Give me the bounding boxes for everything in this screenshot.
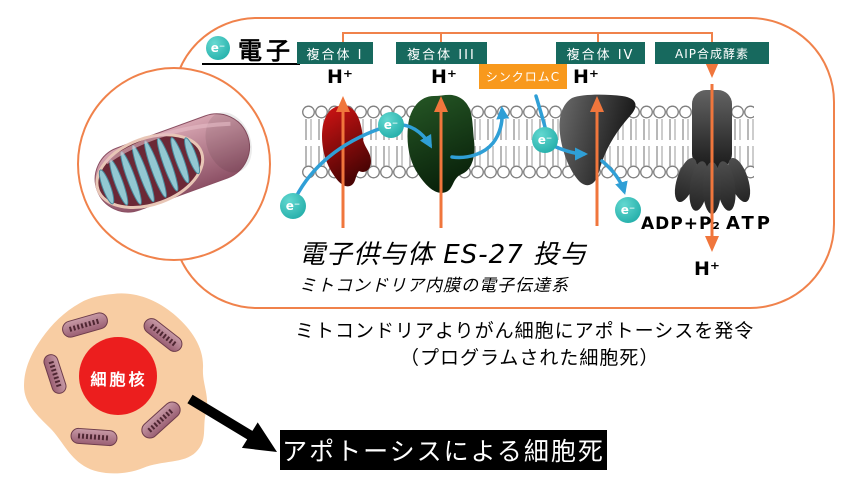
mitochondrion-illustration [94,112,252,213]
cell-mitochondria [43,312,183,447]
complex1-label-box: 複合体 I [297,42,373,64]
electron-marker-3: e⁻ [532,127,558,153]
electron-marker-2: e⁻ [378,112,404,138]
complex4-label-box: 複合体 IV [556,42,645,64]
complex-box-connector [342,32,713,43]
es27-title: 電子供与体 ES-27 投与 [299,240,587,270]
electron-legend-icon: e⁻ [206,36,230,60]
adp-label: ADP+P₂ [641,214,721,234]
proton-label-complex1: H⁺ [327,66,353,88]
electron-legend-label: 電子 [238,37,294,65]
electron-marker-4: e⁻ [615,197,641,223]
cell-nucleus [79,337,157,415]
proton-label-complex3: H⁺ [431,66,457,88]
cell-illustration [24,293,208,474]
membrane-subtitle: ミトコンドリア内膜の電子伝達系 [299,276,569,296]
electron-marker-1: e⁻ [280,193,306,219]
apoptosis-arrow [187,394,277,452]
proton-label-complex4: H⁺ [573,66,599,88]
complex3-label-box: 複合体 III [396,42,487,64]
nucleus-label: 細胞核 [90,370,148,389]
cytochrome-c-label-box: シンクロムC [479,64,567,89]
apoptosis-result-box: アポトーシスによる細胞死 [280,430,607,470]
electron-legend-underline [202,63,300,65]
lipid-bilayer [302,104,754,180]
apoptosis-announce-line1: ミトコンドリアよりがん細胞にアポトーシスを発令 [295,320,755,342]
atp-synthase-label-box: AIP合成酵素 [655,42,769,64]
proton-pump-arrows [336,62,719,252]
proton-label-synthase: H⁺ [694,258,720,280]
apoptosis-announce-line2: （プログラムされた細胞死） [400,347,660,369]
atp-label: ATP [726,213,774,234]
